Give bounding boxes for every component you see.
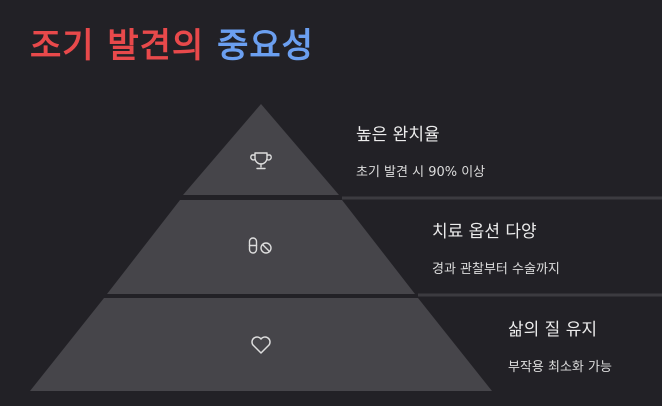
tier-subtext-2: 경과 관찰부터 수술까지 — [432, 262, 560, 277]
page-title: 조기 발견의 중요성 — [30, 18, 314, 67]
tier-label-1: 높은 완치율 초기 발견 시 90% 이상 — [356, 120, 485, 180]
tier-label-3: 삶의 질 유지 부작용 최소화 가능 — [508, 315, 612, 375]
pyramid-tier-bottom — [30, 298, 492, 391]
tier-heading-2: 치료 옵션 다양 — [432, 222, 537, 242]
heart-icon — [251, 336, 271, 354]
title-part-blue: 중요성 — [217, 26, 314, 66]
trophy-icon — [250, 152, 272, 170]
title-part-red: 조기 발견의 — [30, 26, 205, 66]
tier-heading-1: 높은 완치율 — [356, 125, 440, 145]
tier-subtext-3: 부작용 최소화 가능 — [508, 360, 612, 375]
tier-label-2: 치료 옵션 다양 경과 관찰부터 수술까지 — [432, 217, 560, 277]
tier-heading-3: 삶의 질 유지 — [508, 320, 598, 340]
pyramid-tier-top — [183, 104, 339, 195]
pills-icon — [248, 237, 272, 254]
tier-subtext-1: 초기 발견 시 90% 이상 — [356, 165, 486, 180]
